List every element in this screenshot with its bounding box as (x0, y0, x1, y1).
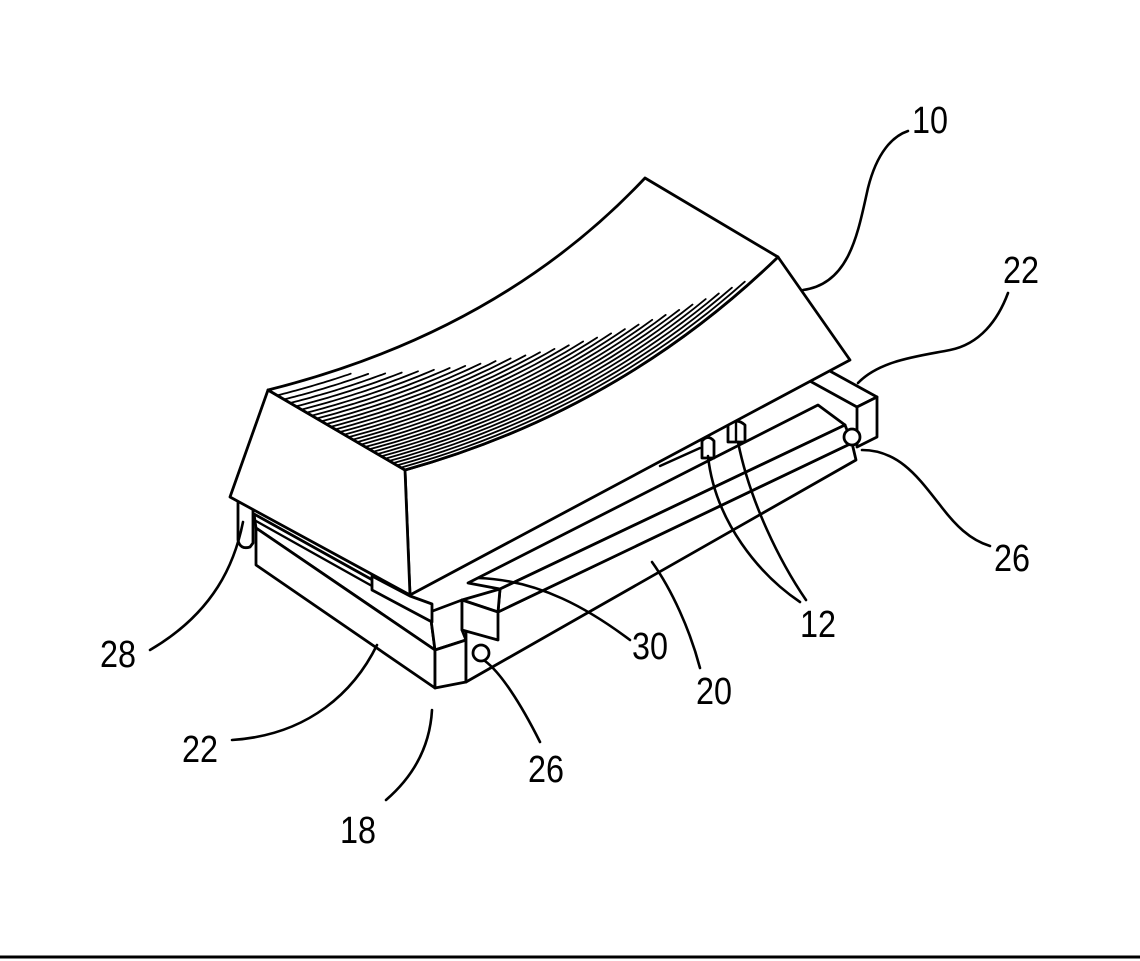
leader-26-bottom (483, 659, 542, 744)
leader-lines (148, 129, 1010, 802)
hatch-line (384, 303, 694, 460)
hatch-line (396, 286, 733, 467)
body-top-face (266, 176, 780, 472)
leader-22-right (856, 291, 1010, 385)
hatch-line (368, 323, 640, 451)
front-block-face (460, 598, 500, 642)
hatch-line (315, 365, 467, 420)
numeral-10: 10 (912, 100, 948, 142)
numeral-18: 18 (340, 810, 376, 852)
pin-12-first (700, 436, 716, 460)
base-strip-inner-line (254, 519, 374, 588)
leader-30 (476, 576, 632, 642)
leader-12-first (706, 454, 802, 604)
hatch-line (392, 292, 720, 464)
numeral-30: 30 (632, 626, 668, 668)
hatch-line (289, 372, 387, 404)
pin-front-left (471, 643, 491, 663)
leader-22-left (230, 643, 379, 742)
hatch-line (283, 373, 370, 401)
ledge-step-line (658, 446, 702, 468)
hatch-line (352, 340, 584, 441)
leader-12-second (736, 440, 808, 602)
numeral-22-right: 22 (1003, 250, 1039, 292)
numeral-20: 20 (696, 671, 732, 713)
top-surface-hatching (276, 280, 746, 469)
hatch-line (330, 357, 512, 428)
leader-26-right (860, 448, 992, 548)
hatch-line (360, 332, 612, 446)
base-step-face (433, 638, 468, 690)
hatch-line (400, 280, 746, 469)
hatch-line (295, 371, 403, 408)
body (228, 176, 852, 597)
reference-numerals: 10 22 26 12 20 30 28 22 26 18 (100, 100, 1039, 852)
numeral-22-left: 22 (182, 729, 218, 771)
leader-18 (384, 708, 434, 802)
hatch-line (305, 368, 435, 414)
leader-28 (148, 520, 245, 652)
pin-right (842, 427, 862, 447)
hatch-line (372, 318, 654, 453)
hatch-line (310, 367, 451, 417)
leader-20 (650, 560, 702, 670)
hatch-line (388, 298, 707, 462)
hatch-line (380, 309, 681, 458)
numeral-12: 12 (800, 604, 836, 646)
hatch-line (300, 370, 419, 411)
hatch-line (364, 328, 626, 448)
hatch-line (343, 348, 556, 436)
hatch-line (320, 362, 482, 423)
base (236, 368, 879, 690)
hatch-line (376, 314, 667, 455)
numeral-26-right: 26 (994, 538, 1030, 580)
hatch-line (356, 336, 598, 443)
hatch-line (325, 360, 497, 425)
leader-10 (801, 129, 910, 292)
hatch-line (276, 372, 352, 397)
hatch-line (334, 354, 527, 431)
hatch-line (339, 351, 541, 433)
base-corner-top (428, 598, 468, 652)
numeral-26-bottom: 26 (528, 749, 564, 791)
hatch-line (347, 344, 570, 438)
numeral-28: 28 (100, 634, 136, 676)
